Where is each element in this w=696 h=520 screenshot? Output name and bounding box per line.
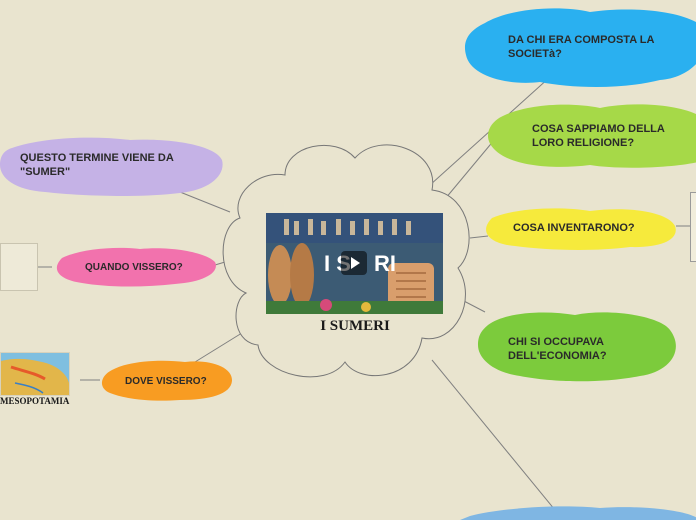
mesopotamia-map-art xyxy=(1,353,69,395)
connector-when xyxy=(214,261,226,266)
topic-term-label: QUESTO TERMINE VIENE DA "SUMER" xyxy=(20,152,174,178)
connector-economy xyxy=(461,299,486,313)
when-attachment-box[interactable] xyxy=(0,243,38,291)
cloud-economy[interactable] xyxy=(478,312,676,382)
central-topic-title[interactable]: I SUMERI xyxy=(320,318,390,334)
cloud-bottom[interactable] xyxy=(460,506,696,520)
cloud-when[interactable] xyxy=(56,247,216,287)
connector-inventions xyxy=(469,235,489,239)
cloud-where[interactable] xyxy=(101,360,232,401)
inventions-attachment-box[interactable] xyxy=(690,192,696,262)
topic-society-label: DA CHI ERA COMPOSTA LA SOCIETà? xyxy=(508,34,655,60)
topic-when-label: QUANDO VISSERO? xyxy=(85,262,183,273)
cloud-religion[interactable] xyxy=(487,104,696,168)
video-thumbnail-art: I S RI xyxy=(266,213,443,314)
connector-religion xyxy=(439,132,501,206)
topic-economy-label: CHI SI OCCUPAVA DELL'ECONOMIA? xyxy=(508,336,607,362)
topic-inventions-label: COSA INVENTARONO? xyxy=(513,222,635,234)
play-icon[interactable] xyxy=(341,251,367,275)
video-thumbnail[interactable]: I S RI xyxy=(266,213,443,314)
mesopotamia-caption: MESOPOTAMIA xyxy=(0,396,70,406)
topic-where-label: DOVE VISSERO? xyxy=(125,376,207,387)
svg-text:RI: RI xyxy=(374,251,396,276)
connector-bottom xyxy=(431,359,556,511)
cloud-inventions[interactable] xyxy=(486,208,676,250)
topic-religion-label: COSA SAPPIAMO DELLA LORO RELIGIONE? xyxy=(532,123,665,149)
cloud-society[interactable] xyxy=(465,8,696,87)
mesopotamia-map-image[interactable] xyxy=(0,352,70,396)
cloud-term[interactable] xyxy=(0,137,223,196)
